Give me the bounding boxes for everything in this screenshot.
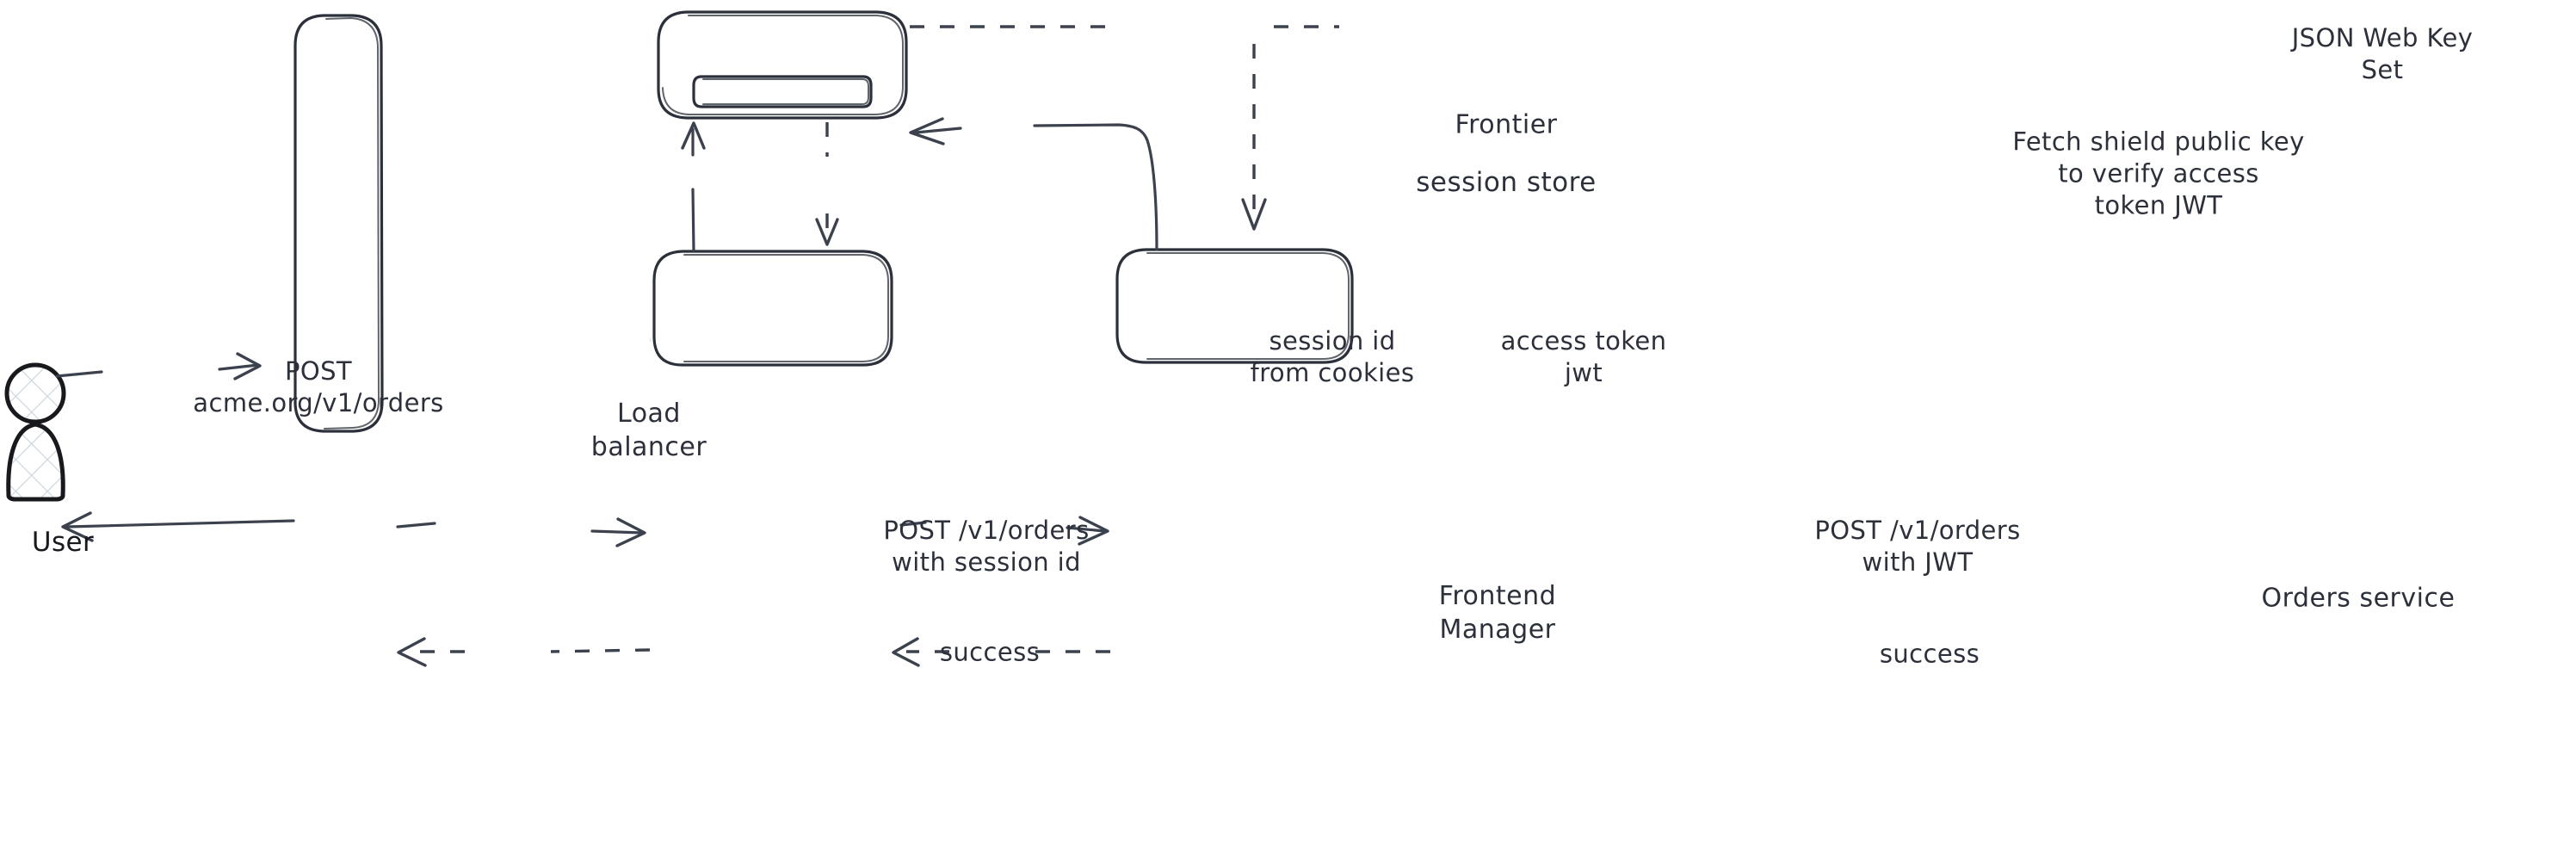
user-hitbox[interactable] xyxy=(7,344,119,551)
session-store-hitbox[interactable] xyxy=(1325,146,1670,207)
load-balancer-hitbox[interactable] xyxy=(564,29,736,830)
node-frontend-manager[interactable] xyxy=(652,250,893,367)
edge-frontend-manager-to-load-balancer xyxy=(397,637,651,667)
node-load-balancer[interactable] xyxy=(293,14,384,433)
edge-frontier-to-orders-service xyxy=(910,25,1339,231)
frontend-manager-hitbox[interactable] xyxy=(1250,480,1704,698)
edge-orders-service-to-frontier xyxy=(909,117,1158,251)
edge-frontend-manager-to-frontier xyxy=(681,121,706,252)
orders-service-hitbox[interactable] xyxy=(2135,477,2576,693)
edge-user-to-load-balancer xyxy=(55,352,262,380)
edge-orders-service-to-frontend-manager xyxy=(892,637,1110,667)
edge-load-balancer-to-frontend-manager xyxy=(396,517,646,547)
edge-load-balancer-to-user xyxy=(61,511,295,542)
edge-frontier-to-frontend-manager xyxy=(815,122,839,246)
node-session-store[interactable] xyxy=(692,75,873,108)
node-orders-service[interactable] xyxy=(1115,248,1354,364)
edge-frontend-manager-to-orders-service xyxy=(899,516,1109,546)
node-user[interactable] xyxy=(4,362,66,502)
